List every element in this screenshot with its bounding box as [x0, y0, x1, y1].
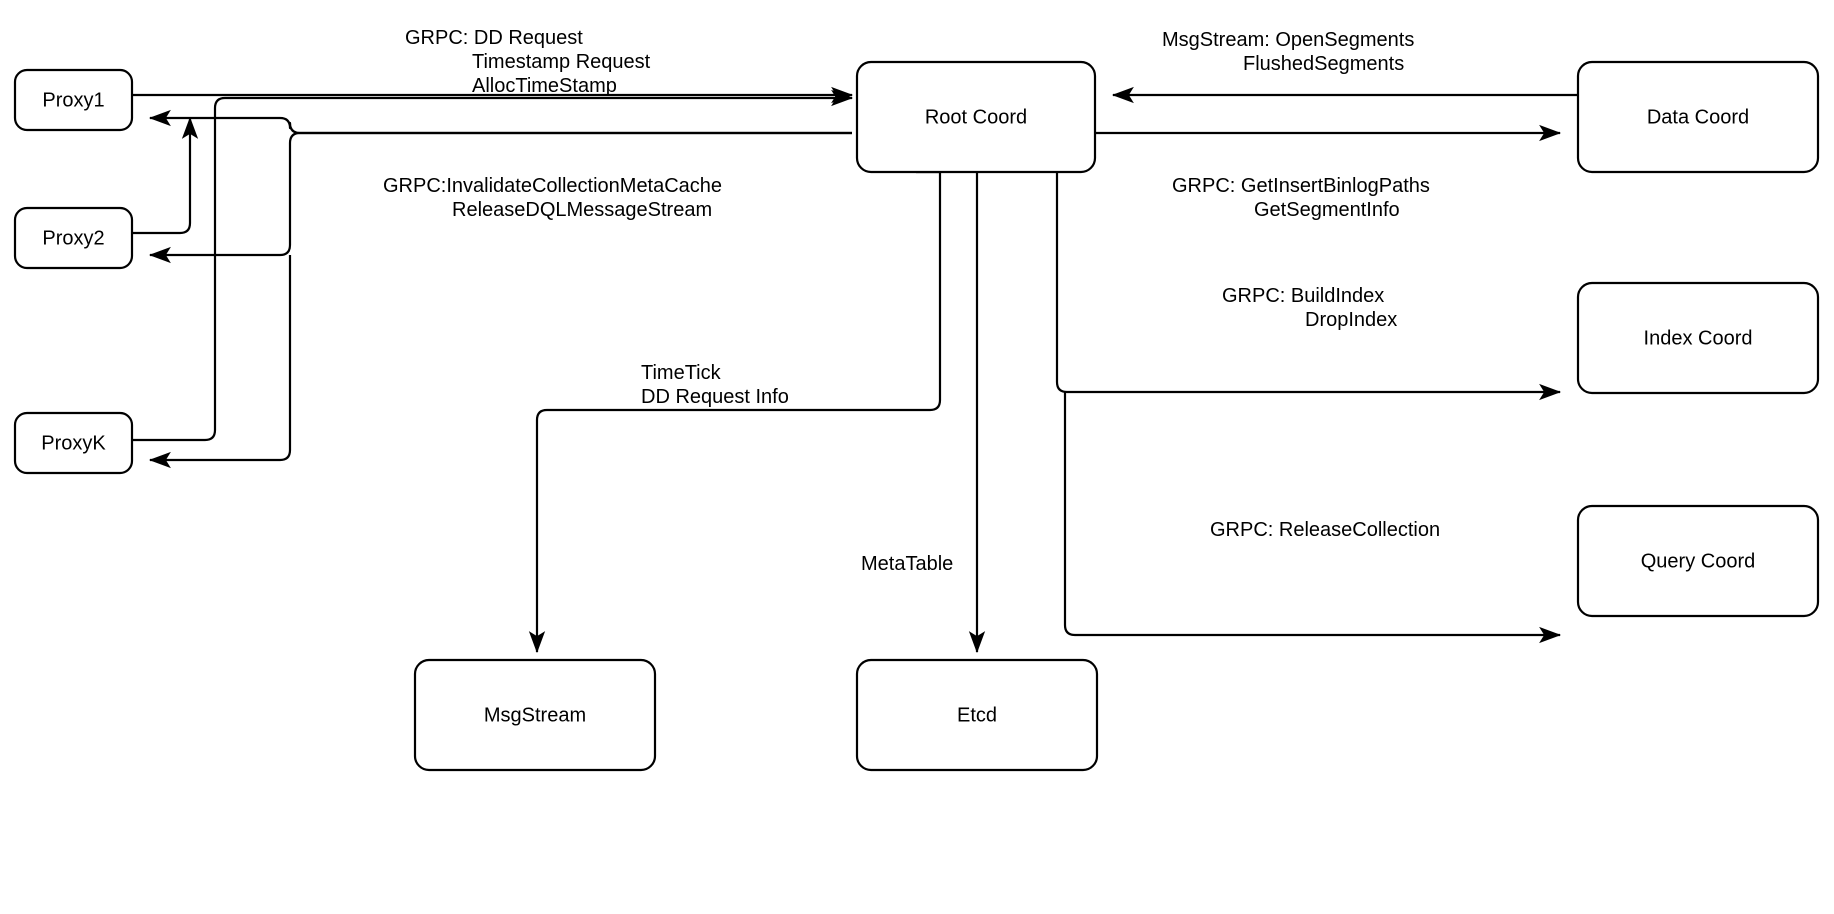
- edge-proxy2-to-rootcoord: [132, 116, 199, 235]
- node-datacoord-label: Data Coord: [1647, 106, 1749, 128]
- node-querycoord-box[interactable]: [1576, 504, 1820, 618]
- node-rootcoord[interactable]: Root Coord: [855, 60, 1097, 174]
- node-rootcoord-label: Root Coord: [925, 106, 1027, 128]
- node-etcd-label: Etcd: [957, 704, 997, 726]
- edge-label-proxy-to-rootcoord: GRPC: DD Request Timestamp Request Alloc…: [405, 27, 651, 97]
- edge-label-rootcoord-to-indexcoord: GRPC: BuildIndex DropIndex: [1222, 285, 1397, 331]
- edge-label-line: GRPC: ReleaseCollection: [1210, 519, 1440, 541]
- node-indexcoord[interactable]: Index Coord: [1576, 281, 1820, 395]
- node-indexcoord-label: Index Coord: [1644, 327, 1753, 349]
- node-proxy1-box[interactable]: [13, 68, 134, 132]
- edge-label-line: FlushedSegments: [1243, 53, 1404, 75]
- edge-label-line: GRPC:InvalidateCollectionMetaCache: [383, 175, 722, 197]
- edge-label-line: DD Request Info: [641, 386, 789, 408]
- edge-label-line: MetaTable: [861, 553, 953, 575]
- edge-rootcoord-to-proxy1: [148, 109, 852, 135]
- edge-rootcoord-to-indexcoord: [1055, 172, 1562, 401]
- edge-proxyk-to-rootcoord: [132, 96, 226, 442]
- node-indexcoord-box[interactable]: [1576, 281, 1820, 395]
- node-etcd-box[interactable]: [855, 658, 1099, 772]
- edge-label-line: DropIndex: [1305, 309, 1397, 331]
- edge-label-datacoord-to-rootcoord: MsgStream: OpenSegments FlushedSegments: [1162, 29, 1414, 75]
- edge-rootcoord-to-querycoord: [1063, 392, 1562, 644]
- edge-label-rootcoord-to-proxy: GRPC:InvalidateCollectionMetaCache Relea…: [383, 175, 722, 221]
- node-proxy1[interactable]: Proxy1: [13, 68, 134, 132]
- node-proxy2-label: Proxy2: [42, 227, 104, 249]
- node-layer: Proxy1 Proxy2 ProxyK Root Coord Data Coo…: [13, 60, 1820, 772]
- edge-label-rootcoord-to-datacoord: GRPC: GetInsertBinlogPaths GetSegmentInf…: [1172, 175, 1430, 221]
- edge-rootcoord-to-proxyk: [148, 255, 292, 469]
- node-datacoord[interactable]: Data Coord: [1576, 60, 1820, 174]
- node-querycoord-label: Query Coord: [1641, 550, 1756, 572]
- edge-label-layer: GRPC: DD Request Timestamp Request Alloc…: [383, 27, 1440, 575]
- node-rootcoord-box[interactable]: [855, 60, 1097, 174]
- node-proxy2-box[interactable]: [13, 206, 134, 270]
- node-datacoord-box[interactable]: [1576, 60, 1820, 174]
- edge-label-rootcoord-to-etcd: MetaTable: [861, 553, 953, 575]
- edge-label-line: GetSegmentInfo: [1254, 199, 1400, 221]
- edge-label-line: Timestamp Request: [472, 51, 651, 73]
- edge-label-rootcoord-to-msgstream: TimeTick DD Request Info: [641, 362, 789, 408]
- node-proxyk-box[interactable]: [13, 411, 134, 475]
- node-querycoord[interactable]: Query Coord: [1576, 504, 1820, 618]
- node-proxy2[interactable]: Proxy2: [13, 206, 134, 270]
- edge-label-line: MsgStream: OpenSegments: [1162, 29, 1414, 51]
- edge-rootcoord-to-proxy2: [148, 131, 852, 264]
- node-proxyk[interactable]: ProxyK: [13, 411, 134, 475]
- edge-label-rootcoord-to-querycoord: GRPC: ReleaseCollection: [1210, 519, 1440, 541]
- edge-label-line: AllocTimeStamp: [472, 75, 617, 97]
- node-proxyk-label: ProxyK: [41, 432, 106, 454]
- edge-rootcoord-to-msgstream: [528, 170, 942, 654]
- node-msgstream[interactable]: MsgStream: [413, 658, 657, 772]
- node-etcd[interactable]: Etcd: [855, 658, 1099, 772]
- edge-label-line: GRPC: DD Request: [405, 27, 583, 49]
- edge-label-line: ReleaseDQLMessageStream: [452, 199, 712, 221]
- edge-layer: [132, 86, 1578, 654]
- edge-label-line: GRPC: GetInsertBinlogPaths: [1172, 175, 1430, 197]
- node-msgstream-box[interactable]: [413, 658, 657, 772]
- edge-label-line: TimeTick: [641, 362, 722, 384]
- edge-label-line: GRPC: BuildIndex: [1222, 285, 1384, 307]
- node-proxy1-label: Proxy1: [42, 89, 104, 111]
- node-msgstream-label: MsgStream: [484, 704, 586, 726]
